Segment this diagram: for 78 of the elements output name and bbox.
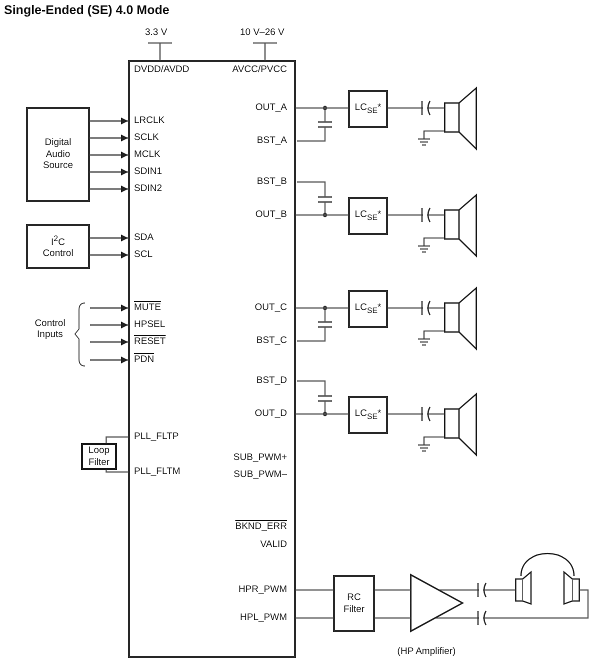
arrow bbox=[90, 118, 128, 124]
block-box bbox=[26, 224, 90, 269]
wire bbox=[106, 470, 128, 473]
wire bbox=[439, 589, 515, 591]
wire bbox=[296, 413, 348, 415]
pin-label: SDIN1 bbox=[134, 166, 162, 178]
pin-label: BST_A bbox=[256, 135, 287, 147]
filter-box bbox=[348, 396, 388, 434]
pin-label: MCLK bbox=[134, 149, 160, 161]
arrow bbox=[90, 234, 128, 242]
pin-label: SCLK bbox=[134, 132, 159, 144]
wire bbox=[296, 307, 348, 309]
pin-label: SDA bbox=[134, 232, 154, 244]
wire bbox=[388, 214, 444, 216]
pin-label: BST_B bbox=[256, 176, 287, 188]
group-label: Control Inputs bbox=[34, 318, 66, 341]
wire bbox=[436, 589, 589, 619]
arrow bbox=[90, 134, 128, 142]
pin-label: RESET bbox=[134, 336, 166, 348]
block-label: Loop Filter bbox=[87, 445, 111, 468]
wire bbox=[296, 617, 333, 619]
pin-label: SUB_PWM+ bbox=[233, 452, 287, 464]
arrow bbox=[90, 356, 128, 364]
pin-label: PLL_FLTM bbox=[134, 466, 180, 478]
pin-label: PDN bbox=[134, 354, 154, 366]
pin-label: OUT_D bbox=[254, 408, 287, 420]
arrow bbox=[90, 252, 128, 258]
arrow bbox=[90, 322, 128, 328]
pin-label: LRCLK bbox=[134, 115, 165, 127]
pin-label: SUB_PWM– bbox=[234, 469, 287, 481]
pin-label: AVCC/PVCC bbox=[232, 64, 287, 76]
voltage-label: 10 V–26 V bbox=[240, 27, 286, 38]
block-box bbox=[81, 443, 117, 470]
block-box bbox=[333, 575, 375, 632]
arrow bbox=[90, 338, 128, 346]
block-label: I$^{2}$C Control bbox=[42, 234, 74, 260]
node-caption: (HP Amplifier) bbox=[397, 646, 456, 657]
filter-box bbox=[348, 197, 388, 235]
block-label: RC Filter bbox=[342, 592, 366, 615]
pin-label: VALID bbox=[260, 539, 287, 551]
pin-label: HPR_PWM bbox=[238, 584, 287, 596]
pin-label: SCL bbox=[134, 249, 152, 261]
pin-label: MUTE bbox=[134, 302, 161, 314]
filter-box bbox=[348, 290, 388, 328]
wire bbox=[388, 413, 444, 415]
pin-label: SDIN2 bbox=[134, 183, 162, 195]
arrow bbox=[90, 304, 128, 312]
block-label: LC$_{SE}$* bbox=[354, 408, 382, 422]
filter-box bbox=[348, 90, 388, 128]
pin-label: HPSEL bbox=[134, 319, 166, 331]
diagram-title: Single-Ended (SE) 4.0 Mode bbox=[4, 3, 170, 17]
pin-label: HPL_PWM bbox=[240, 612, 287, 624]
block-label: LC$_{SE}$* bbox=[354, 102, 382, 116]
wire bbox=[388, 307, 444, 309]
pin-label: BST_D bbox=[256, 375, 287, 387]
arrow bbox=[90, 186, 128, 192]
wire bbox=[388, 107, 444, 109]
pin-label: DVDD/AVDD bbox=[134, 64, 190, 76]
wire bbox=[106, 436, 128, 443]
block-box bbox=[26, 107, 90, 202]
pin-label: OUT_C bbox=[254, 302, 287, 314]
chip-box bbox=[128, 60, 296, 658]
pin-label: BKND_ERR bbox=[235, 521, 287, 533]
arrow bbox=[90, 152, 128, 158]
pin-label: PLL_FLTP bbox=[134, 431, 179, 443]
block-label: Digital Audio Source bbox=[42, 137, 74, 172]
pin-label: BST_C bbox=[256, 335, 287, 347]
wire bbox=[375, 617, 410, 619]
wire bbox=[375, 589, 410, 591]
wire bbox=[296, 589, 333, 591]
voltage-label: 3.3 V bbox=[145, 27, 168, 38]
block-label: LC$_{SE}$* bbox=[354, 209, 382, 223]
arrow bbox=[90, 168, 128, 176]
pin-label: OUT_B bbox=[255, 209, 287, 221]
wire bbox=[296, 214, 348, 216]
pin-label: OUT_A bbox=[255, 102, 287, 114]
wire bbox=[296, 107, 348, 109]
block-label: LC$_{SE}$* bbox=[354, 302, 382, 316]
